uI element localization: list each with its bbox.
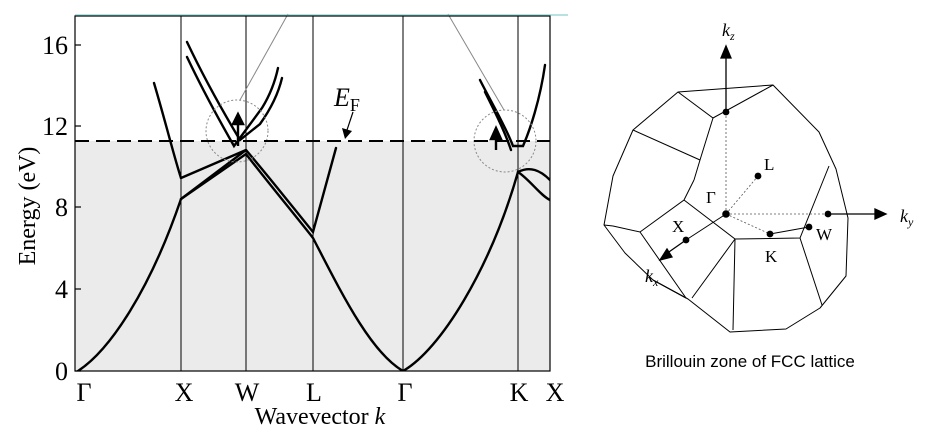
highlight-circle-w [205,99,269,163]
label-x: X [672,217,684,236]
bz-caption: Brillouin zone of FCC lattice [645,352,855,371]
bz-points [682,108,832,244]
band-lowest [76,152,550,371]
callout-line-k [447,13,505,111]
bz-hidden-edges [725,112,828,235]
y-ticks [75,44,81,372]
label-kz: kz [722,20,735,43]
point-gamma [722,210,730,218]
point-k [766,230,774,238]
transition-arrows [231,111,503,150]
band-xw-low [179,148,248,180]
band-k-left-a [478,63,547,148]
x-axis-label: Wavevector k [255,404,386,430]
k-point-labels: Γ X W L Γ K X [76,378,564,407]
label-ky: ky [900,206,914,229]
y-tick-12: 12 [42,112,68,141]
brillouin-zone: Γ L X K W kz ky kx Brillouin zone of FCC… [603,20,914,371]
callout-lines [239,13,505,111]
kpoint-w: W [235,378,260,407]
band-w-cross-b [185,55,280,149]
kpoint-gamma-start: Γ [76,378,91,407]
y-tick-8: 8 [55,193,68,222]
band-k-right [516,168,550,182]
kpoint-k: K [510,378,529,407]
label-gamma: Γ [706,188,716,207]
kpoint-l: L [306,378,322,407]
callout-line-w [239,13,289,101]
bz-axis-labels: kz ky kx [645,20,914,289]
y-axis-label: Energy (eV) [15,147,41,266]
plot-frame [74,15,551,372]
arrow-w-head [231,111,245,126]
kpoint-gamma-mid: Γ [397,378,412,407]
point-x [682,236,690,244]
bz-path-lines [685,213,810,241]
band-k-left-b [483,90,513,152]
fermi-label: EF [333,83,360,115]
point-l [754,172,762,180]
bz-point-labels: Γ L X K W [672,155,833,266]
y-tick-16: 16 [42,31,68,60]
y-tick-labels: 0 4 8 12 16 [42,31,68,386]
point-ky-end [824,210,832,218]
kx-arrowhead [658,247,674,262]
symmetry-lines [180,16,519,371]
bz-axes [658,44,888,262]
bz-outline [603,84,849,333]
kpoint-x: X [175,378,194,407]
point-w [805,223,813,231]
band-structure-plot: EF 0 4 8 12 16 Energy (eV) Γ X [15,13,568,430]
label-l: L [764,155,774,174]
label-w: W [816,225,833,244]
point-top [722,108,730,116]
fermi-pointer [342,111,354,139]
ky-arrowhead [874,207,888,221]
bz-front-edges [603,84,830,331]
kz-arrowhead [720,44,732,59]
label-k: K [765,247,778,266]
band-second [179,146,338,235]
y-tick-0: 0 [55,357,68,386]
y-tick-4: 4 [55,275,68,304]
label-kx: kx [645,266,659,289]
band-curves [76,40,550,371]
band-xw-mid [152,81,183,180]
arrow-k-head [489,125,503,141]
kpoint-x-end: X [546,378,565,407]
